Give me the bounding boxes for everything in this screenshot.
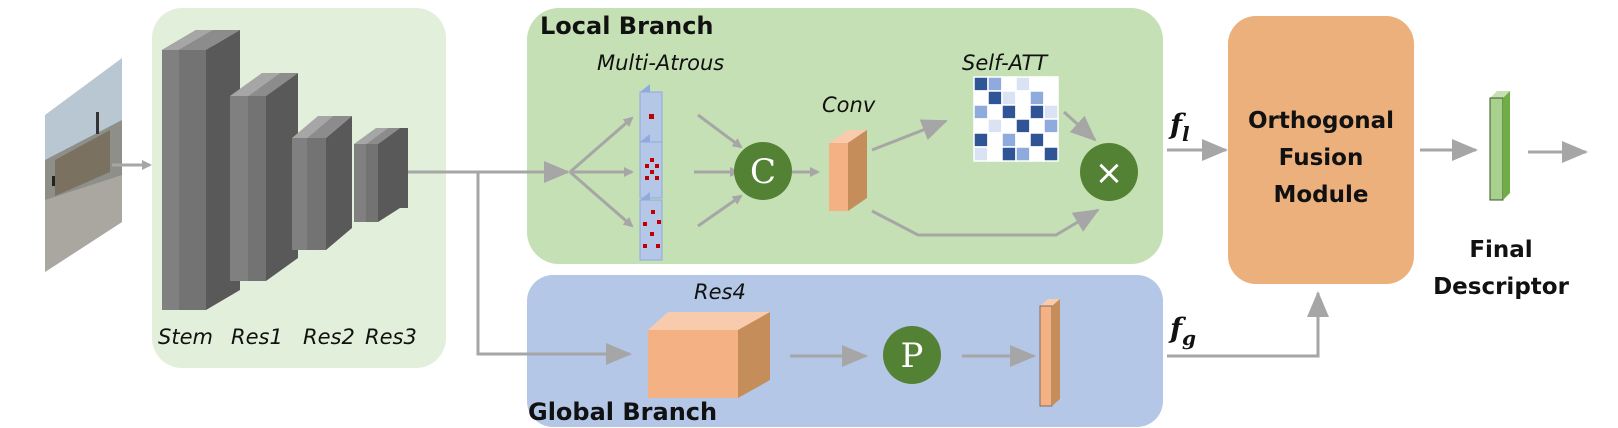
atrous-kernel-3 <box>639 192 663 261</box>
multiply-symbol: × <box>1095 153 1124 193</box>
final-descriptor-line1: Final <box>1469 237 1532 263</box>
stage-label-res1: Res1 <box>231 325 283 349</box>
atrous-kernel-2 <box>639 134 663 199</box>
global-branch-title: Global Branch <box>528 398 717 426</box>
split-arrows <box>569 116 634 228</box>
backbone-res3-block <box>354 128 408 222</box>
stage-label-res2: Res2 <box>303 325 355 349</box>
final-descriptor-line2: Descriptor <box>1433 274 1570 300</box>
fusion-label-line1: Orthogonal <box>1248 108 1394 134</box>
stage-label-stem: Stem <box>158 325 213 349</box>
global-feature-vector <box>1039 299 1060 407</box>
concat-operator: C <box>734 142 792 200</box>
fusion-label-line2: Fusion <box>1279 145 1364 171</box>
pool-operator: P <box>883 326 941 384</box>
multiply-operator: × <box>1080 143 1138 201</box>
backbone-res1-block <box>230 73 298 281</box>
backbone-stem-block <box>162 30 240 310</box>
multi-atrous-label: Multi-Atrous <box>597 51 724 75</box>
final-descriptor-vector <box>1489 91 1510 201</box>
orthogonal-fusion-module <box>1228 16 1414 284</box>
to-concat-arrows <box>694 113 743 228</box>
global-feature-sub: g <box>1182 326 1196 350</box>
conv-skip-arrow <box>871 208 1100 237</box>
global-feature-label: fg <box>1168 312 1196 350</box>
backbone-to-global-arrow <box>476 172 632 365</box>
pool-symbol: P <box>901 336 924 376</box>
res4-label: Res4 <box>694 280 746 304</box>
att-to-multiply-arrow <box>1062 110 1097 142</box>
self-att-label: Self-ATT <box>962 51 1049 75</box>
concat-symbol: C <box>750 152 776 192</box>
local-feature-label: fl <box>1168 108 1190 146</box>
self-attention-matrix <box>973 76 1059 162</box>
stage-label-res3: Res3 <box>365 325 417 349</box>
input-image <box>45 58 122 272</box>
fusion-label-line3: Module <box>1273 182 1368 208</box>
backbone-res2-block <box>292 116 352 250</box>
conv-to-att-arrow <box>871 119 948 152</box>
local-feature-sub: l <box>1182 122 1190 146</box>
conv-label: Conv <box>822 93 876 117</box>
res4-block <box>648 312 770 398</box>
conv-block <box>829 130 867 211</box>
atrous-kernel-1 <box>639 84 663 145</box>
local-branch-title: Local Branch <box>540 12 714 40</box>
global-to-fusion-arrow <box>1167 291 1329 358</box>
